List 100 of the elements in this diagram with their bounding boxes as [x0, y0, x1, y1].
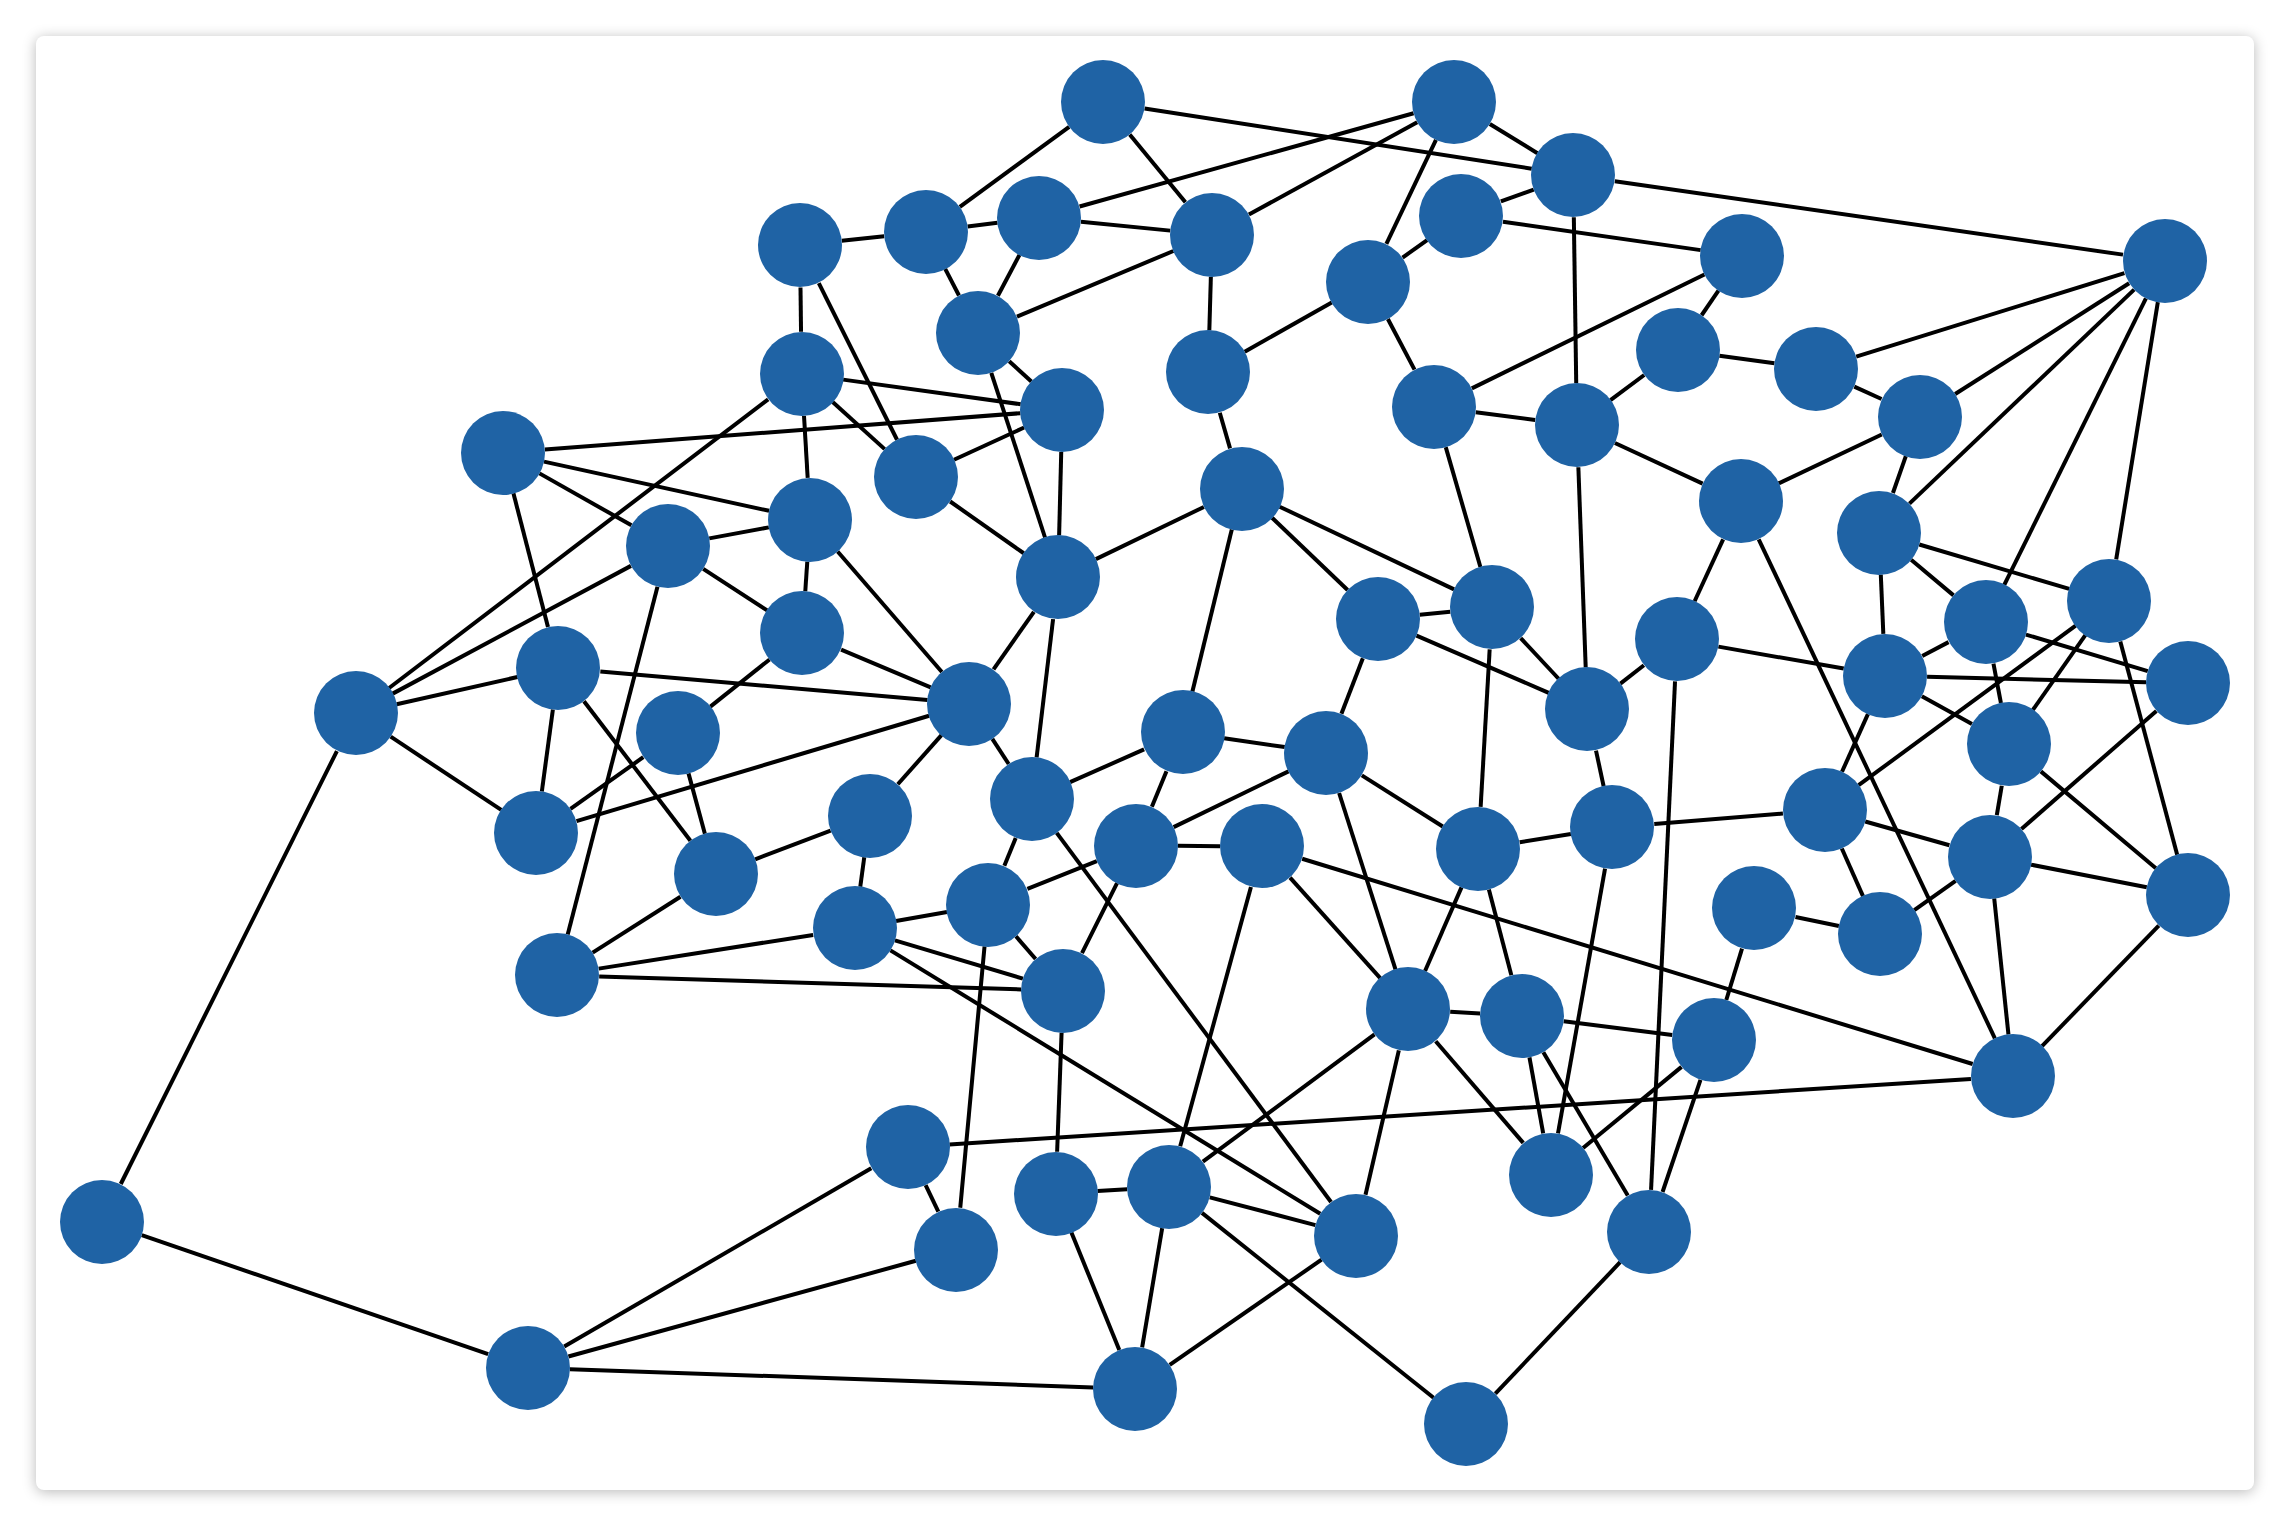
edge-line [1055, 831, 1333, 1204]
edge-line [1493, 1260, 1622, 1395]
edge-line [1097, 1187, 1128, 1194]
edge-line [1079, 111, 1415, 209]
edge-line [1419, 609, 1451, 617]
edge-line [1527, 1056, 1546, 1134]
edge-line [1519, 636, 1561, 681]
edge-line [896, 733, 943, 786]
edge-line [2020, 709, 2158, 831]
edge-line [2025, 632, 2149, 674]
edge-line [1660, 1079, 1703, 1193]
edge-line [958, 946, 987, 1208]
edge-line [118, 750, 339, 1185]
edge-line [538, 471, 633, 528]
edge-line [858, 857, 867, 888]
edge-line [598, 932, 814, 971]
edge-line [1443, 446, 1483, 568]
edge-line [1168, 1258, 1323, 1367]
edge-line [2114, 301, 2160, 560]
edge-line [1563, 1019, 1673, 1037]
edge-line [923, 1184, 941, 1213]
edge-line [949, 499, 1025, 555]
edge-line [1541, 1051, 1630, 1197]
edge-line [1581, 1065, 1683, 1150]
edge-line [991, 610, 1036, 671]
edge-line [1423, 886, 1464, 972]
edge-line [1207, 276, 1213, 331]
edge-line [1891, 455, 1908, 494]
edge-line [1172, 769, 1290, 829]
edge-line [396, 675, 518, 707]
edge-line [1954, 281, 2131, 396]
edge-line [1243, 300, 1333, 354]
edge-line [702, 567, 769, 613]
edge-line [1478, 649, 1492, 808]
edge-line [803, 561, 810, 592]
edge-line [1470, 272, 1706, 391]
edge-line [1301, 856, 1974, 1066]
edge-line [2030, 862, 2148, 890]
edge-line [1201, 1032, 1376, 1164]
edge-line [798, 287, 804, 332]
edge-line [842, 377, 1021, 407]
edge-line [389, 735, 503, 812]
edge-line [840, 647, 932, 690]
edge-line [2002, 297, 2148, 586]
edge-line [1475, 410, 1536, 422]
edge-line [894, 938, 1024, 981]
edge-line [582, 699, 692, 842]
edge-line [1337, 792, 1398, 971]
edge-line [1200, 1211, 1435, 1400]
edge-line [889, 948, 1322, 1216]
edge-line [1991, 663, 2003, 704]
edge-line [1209, 1195, 1316, 1227]
edge-line [841, 234, 885, 243]
edge-line [1016, 249, 1175, 319]
edge-line [816, 282, 899, 441]
edge-line [2031, 634, 2087, 712]
edge-line [1026, 859, 1098, 891]
edge-line [802, 415, 810, 478]
edge-line [1339, 657, 1365, 715]
edge-line [949, 1076, 1972, 1147]
edge-line [709, 657, 771, 709]
edge-line [1384, 139, 1438, 245]
edge-line [1576, 467, 1588, 668]
edge-line [1724, 948, 1744, 1001]
edge-line [1840, 847, 1865, 897]
edge-line [1014, 934, 1038, 961]
edge-line [591, 895, 682, 955]
edge-line [575, 713, 930, 824]
edge-line [836, 550, 944, 674]
edge-line [1080, 219, 1171, 233]
edge-line [1223, 736, 1286, 749]
edge-line [1450, 1009, 1481, 1016]
edge-line [543, 459, 770, 513]
edge-line [1360, 773, 1444, 829]
edge-line [1128, 133, 1187, 204]
edge-line [1177, 843, 1221, 849]
edge-line [996, 253, 1022, 297]
edge-line [1288, 876, 1382, 980]
edge-line [569, 755, 645, 811]
edge-line [565, 586, 660, 935]
edge-line [1756, 538, 1997, 1040]
edge-line [1864, 819, 1950, 848]
edge-line [1649, 681, 1678, 1190]
edge-line [1855, 271, 2126, 359]
edge-line [563, 1166, 873, 1349]
edge-line [141, 1233, 489, 1356]
edge-line [1913, 879, 1957, 912]
edge-line [2118, 640, 2180, 856]
edge-line [1718, 644, 1845, 671]
edge-line [1556, 868, 1607, 1134]
edge-line [1692, 538, 1725, 603]
edge-line [1502, 219, 1701, 253]
edge-line [1878, 574, 1886, 634]
edge-line [1853, 384, 1883, 401]
edge-line [600, 669, 928, 703]
edge-line [1386, 318, 1417, 371]
edge-line [754, 828, 832, 862]
edge-line [2040, 924, 2161, 1048]
edge-line [1057, 451, 1064, 536]
edge-line [1920, 694, 1973, 726]
